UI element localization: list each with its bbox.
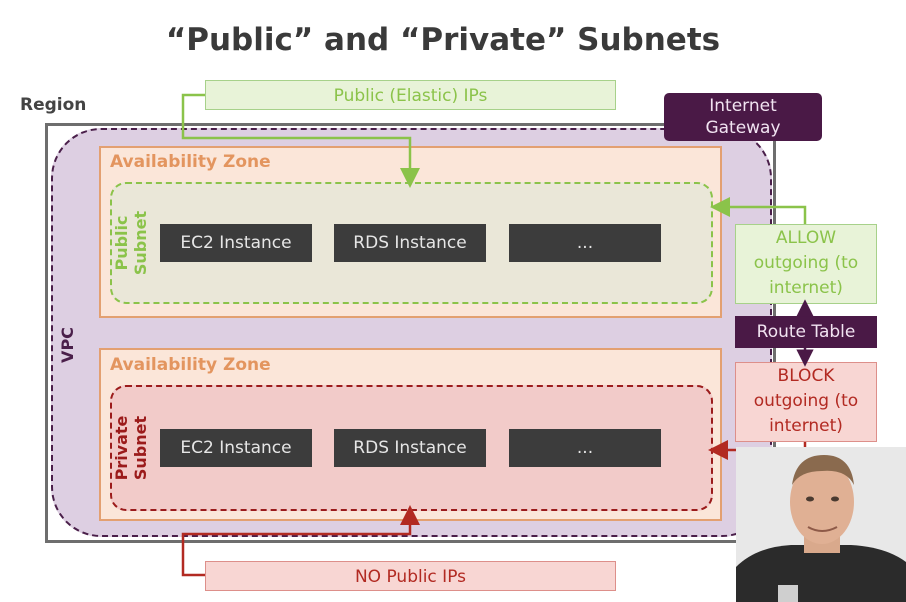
block-line3: internet) xyxy=(769,416,843,436)
route-table: Route Table xyxy=(735,316,877,348)
block-line1: BLOCK xyxy=(777,366,835,386)
public-elastic-ips-box: Public (Elastic) IPs xyxy=(205,80,616,110)
no-public-ips-box: NO Public IPs xyxy=(205,561,616,591)
private-more-instances: ... xyxy=(509,429,661,467)
availability-zone-1-label: Availability Zone xyxy=(110,152,271,172)
page-title: “Public” and “Private” Subnets xyxy=(165,22,721,58)
internet-gateway-line2: Gateway xyxy=(705,118,781,138)
public-ips-arrow xyxy=(181,93,420,188)
public-rds-instance: RDS Instance xyxy=(334,224,486,262)
internet-gateway: Internet Gateway xyxy=(664,93,822,141)
allow-line1: ALLOW xyxy=(775,228,837,248)
block-outgoing-box: BLOCK outgoing (to internet) xyxy=(735,362,877,442)
allow-line3: internet) xyxy=(769,278,843,298)
allow-line2: outgoing (to xyxy=(753,253,859,273)
public-more-instances: ... xyxy=(509,224,661,262)
block-line2: outgoing (to xyxy=(753,391,859,411)
private-ec2-instance: EC2 Instance xyxy=(160,429,312,467)
internet-gateway-line1: Internet xyxy=(709,96,777,116)
availability-zone-2-label: Availability Zone xyxy=(110,355,271,375)
region-label: Region xyxy=(20,95,87,115)
presenter-webcam-image xyxy=(736,447,906,602)
private-rds-instance: RDS Instance xyxy=(334,429,486,467)
public-ec2-instance: EC2 Instance xyxy=(160,224,312,262)
no-public-ips-arrow xyxy=(181,505,420,577)
